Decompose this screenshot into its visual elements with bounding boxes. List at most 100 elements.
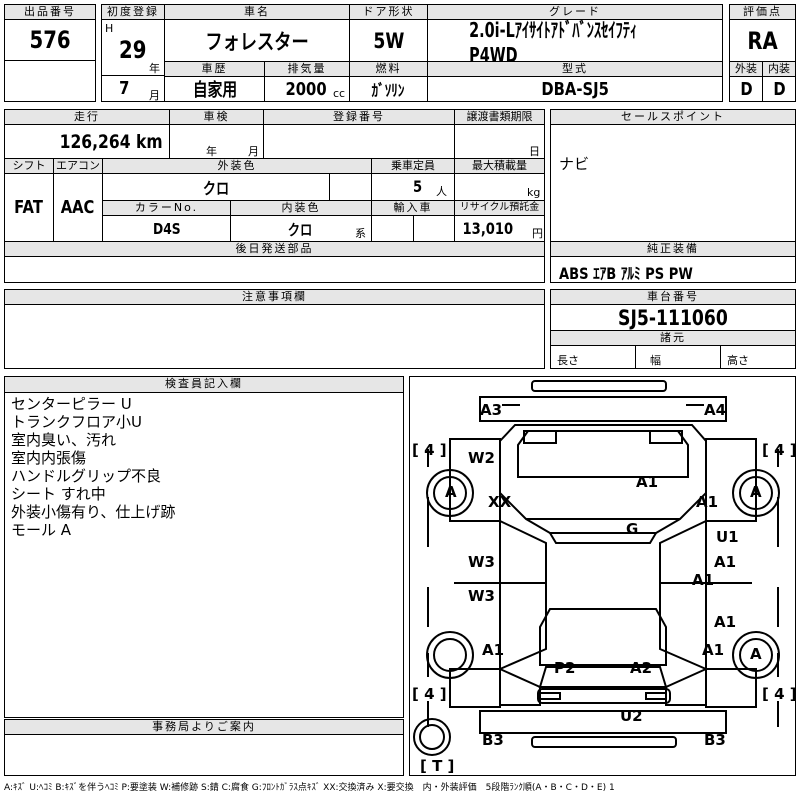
capacity-unit: 人	[436, 185, 447, 198]
era: H	[105, 22, 114, 35]
mark-b3-left: B3	[482, 731, 504, 749]
mark-a1-rear-left: A1	[482, 641, 505, 659]
cc-unit: cc	[333, 87, 346, 100]
score-label: 評価点	[729, 4, 796, 20]
reg-year-unit: 年	[149, 62, 160, 75]
lot-number-cell: 576	[4, 19, 96, 61]
history-label: 車歴	[164, 61, 265, 77]
inspection-cell: 年 月	[169, 124, 264, 159]
inspector-line: センターピラー U	[11, 395, 132, 413]
model-label: 型式	[427, 61, 723, 77]
dims-label: 諸元	[550, 330, 796, 346]
later-parts-label: 後日発送部品	[4, 241, 545, 257]
inspection-label: 車検	[169, 109, 264, 125]
fuel: ｶﾞｿﾘﾝ	[372, 81, 405, 100]
ext-color: クロ	[202, 179, 230, 198]
first-reg-month-cell: 7 月	[101, 75, 165, 102]
first-reg-label: 初度登録	[101, 4, 165, 20]
model-code: DBA-SJ5	[541, 78, 609, 100]
int-grade: D	[772, 78, 786, 100]
length-cell: 長さ	[550, 345, 636, 369]
later-parts-cell	[4, 256, 545, 283]
reg-month: 7	[119, 78, 130, 99]
first-reg-year-cell: H 29 年	[101, 19, 165, 76]
width-cell: 幅	[635, 345, 721, 369]
sales-point-cell: ナビ	[550, 124, 796, 242]
mark-a1-roof: A1	[636, 473, 659, 491]
ac-cell: AAC	[53, 173, 103, 242]
equipment-label: 純正装備	[550, 241, 796, 257]
mark-w2: W2	[468, 449, 495, 467]
chassis-number: SJ5-111060	[618, 305, 728, 330]
displacement: 2000	[285, 79, 327, 100]
mark-a1-right-2: A1	[692, 571, 715, 589]
history: 自家用	[192, 80, 237, 101]
int-grade-cell: D	[762, 76, 796, 102]
legend: A:ｷｽﾞ U:ﾍｺﾐ B:ｷｽﾞを伴うﾍｺﾐ P:要塗装 W:補修跡 S:錆 …	[4, 783, 615, 793]
shift-label: シフト	[4, 158, 54, 174]
inspector-line: 外装小傷有り、仕上げ跡	[11, 503, 176, 521]
mileage: 126,264 km	[60, 131, 163, 153]
recycle-cell: 13,010 円	[454, 215, 545, 242]
height-label: 高さ	[727, 354, 749, 367]
inspector-line: ハンドルグリップ不良	[11, 467, 162, 485]
car-diagram: A3 A4 W2 XX A1 A1 G U1 W3 A1 A1 W3 A1 A1…	[409, 376, 796, 776]
inspector-line: 室内臭い、汚れ	[11, 431, 117, 449]
ext-grade-label: 外装	[729, 61, 763, 77]
int-color-cell: クロ 系	[230, 215, 372, 242]
mark-p2: P2	[554, 659, 576, 677]
import-label: 輸入車	[371, 200, 455, 216]
tread-front-left: [ 4 ]	[412, 441, 447, 459]
lot-number: 576	[29, 26, 71, 54]
reg-no-label: 登録番号	[263, 109, 455, 125]
mark-w3-1: W3	[468, 553, 495, 571]
car-name-cell: フォレスター	[164, 19, 350, 62]
ac-label: エアコン	[53, 158, 103, 174]
inspector-notes: センターピラー U トランクフロア小U 室内臭い、汚れ 室内内張傷 ハンドルグリ…	[11, 395, 175, 539]
inspection-month-unit: 月	[248, 145, 259, 158]
mileage-label: 走行	[4, 109, 170, 125]
ext-color-blank	[329, 173, 372, 201]
grade: 2.0i-LｱｲｻｲﾄｱﾄﾞﾊﾞﾝｽｾｲﾌﾃｨP4WD	[469, 19, 638, 62]
mark-u2: U2	[620, 707, 643, 725]
transfer-day-unit: 日	[529, 145, 540, 158]
door-type: 5W	[373, 28, 404, 53]
office-cell	[4, 734, 404, 776]
color-no: D4S	[152, 219, 181, 238]
chassis-cell: SJ5-111060	[550, 304, 796, 331]
lot-blank	[4, 60, 96, 102]
import-cell	[371, 215, 455, 242]
recycle-label: リサイクル預託金	[454, 200, 545, 216]
length-label: 長さ	[557, 354, 579, 367]
ext-grade-cell: D	[729, 76, 763, 102]
mark-tire-front-right: A	[750, 483, 762, 501]
transfer-cell: 日	[454, 124, 545, 159]
notes-cell	[4, 304, 545, 369]
ac: AAC	[61, 197, 95, 218]
mileage-cell: 126,264 km	[4, 124, 170, 159]
mark-g: G	[626, 520, 639, 538]
mark-u1: U1	[716, 528, 739, 546]
mark-tire-front-left: A	[445, 483, 457, 501]
int-grade-label: 内装	[762, 61, 796, 77]
inspector-label: 検査員記入欄	[5, 377, 403, 393]
displacement-label: 排気量	[264, 61, 350, 77]
sales-point-text: ナビ	[559, 155, 590, 173]
notes-label: 注意事項欄	[4, 289, 545, 305]
reg-year: 29	[119, 36, 147, 64]
color-no-cell: D4S	[102, 215, 231, 242]
car-outline	[413, 380, 780, 756]
score: RA	[747, 26, 778, 55]
mark-b3-right: B3	[704, 731, 726, 749]
load-label: 最大積載量	[454, 158, 545, 174]
inspector-line: 室内内張傷	[11, 449, 87, 467]
fuel-label: 燃料	[349, 61, 428, 77]
mark-xx: XX	[488, 493, 512, 511]
capacity-label: 乗車定員	[371, 158, 455, 174]
mark-a4: A4	[704, 401, 727, 419]
height-cell: 高さ	[720, 345, 796, 369]
score-cell: RA	[729, 19, 796, 62]
door-label: ドア形状	[349, 4, 428, 20]
displacement-cell: 2000 cc	[264, 76, 350, 102]
tread-rear-right: [ 4 ]	[762, 685, 796, 703]
